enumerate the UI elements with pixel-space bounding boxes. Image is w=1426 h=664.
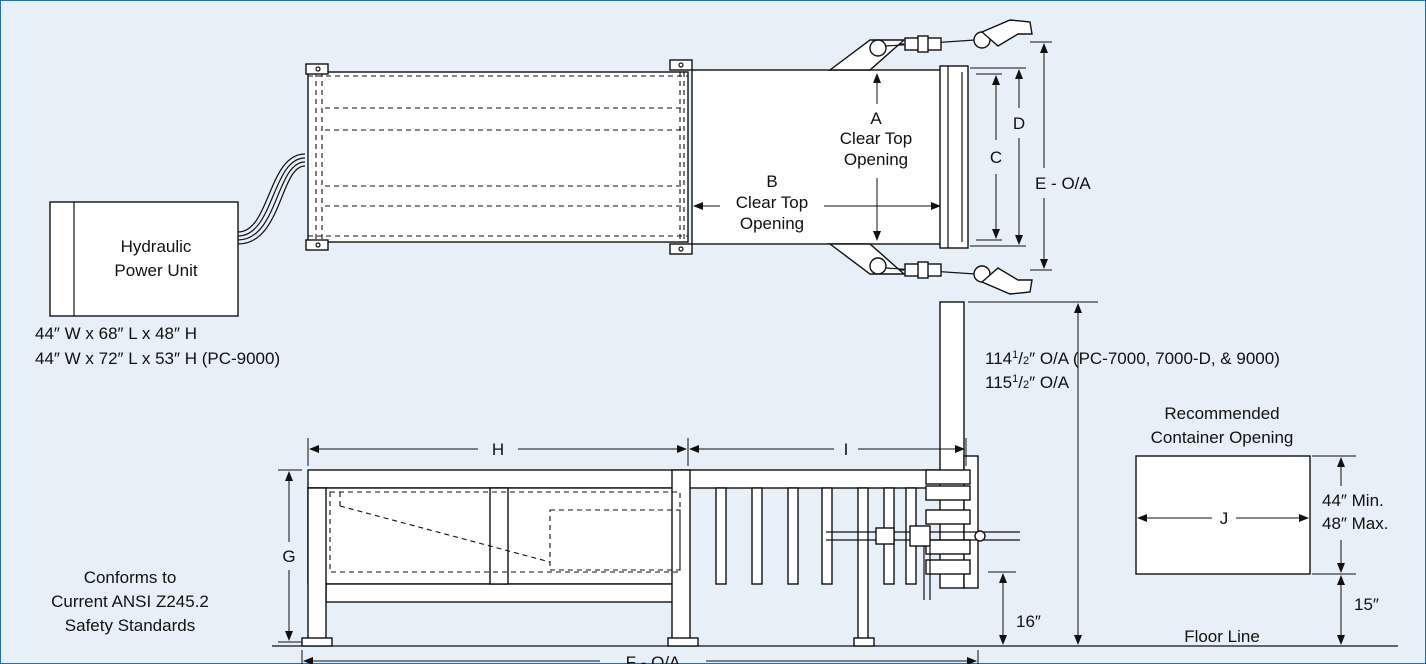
- hpu-label-line2: Power Unit: [114, 261, 197, 280]
- hpu-dims-line2: 44″ W x 72″ L x 53″ H (PC-9000): [35, 349, 280, 368]
- dim-a-line2: Clear Top: [840, 129, 912, 148]
- dim-h-label: H: [492, 440, 504, 459]
- side-view: [272, 301, 1398, 664]
- conforms-line2: Current ANSI Z245.2: [51, 592, 209, 611]
- container-min-label: 44″ Min.: [1322, 491, 1384, 510]
- dim-d-label: D: [1013, 114, 1025, 133]
- top-view: [305, 19, 1052, 295]
- dim-b-letter: B: [766, 172, 777, 191]
- dim-15-label: 15″: [1354, 595, 1379, 614]
- dim-b-line2: Clear Top: [736, 193, 808, 212]
- dim-16-label: 16″: [1016, 612, 1041, 631]
- height-note-1: 1141/2″ O/A (PC-7000, 7000-D, & 9000): [985, 349, 1280, 368]
- height-note-2: 1151/2″ O/A: [985, 373, 1070, 392]
- dim-b-line3: Opening: [740, 214, 804, 233]
- dim-e-label: E - O/A: [1035, 174, 1091, 193]
- conforms-line1: Conforms to: [84, 568, 177, 587]
- hpu-dims-line1: 44″ W x 68″ L x 48″ H: [35, 324, 197, 343]
- conforms-line3: Safety Standards: [65, 616, 195, 635]
- hydraulic-power-unit: Hydraulic Power Unit: [49, 153, 306, 317]
- dim-f-label: F - O/A: [626, 653, 681, 664]
- dim-i-label: I: [844, 440, 849, 459]
- dim-j-label: J: [1220, 509, 1229, 528]
- dim-g-label: G: [282, 547, 295, 566]
- dim-c-label: C: [990, 148, 1002, 167]
- container-opening: [1135, 455, 1356, 645]
- dim-a-line3: Opening: [844, 150, 908, 169]
- recommended-line1: Recommended: [1164, 404, 1279, 423]
- floor-line-label: Floor Line: [1184, 627, 1260, 646]
- hpu-label-line1: Hydraulic: [121, 237, 192, 256]
- recommended-line2: Container Opening: [1151, 428, 1294, 447]
- container-max-label: 48″ Max.: [1322, 514, 1389, 533]
- dim-a-letter: A: [870, 109, 882, 128]
